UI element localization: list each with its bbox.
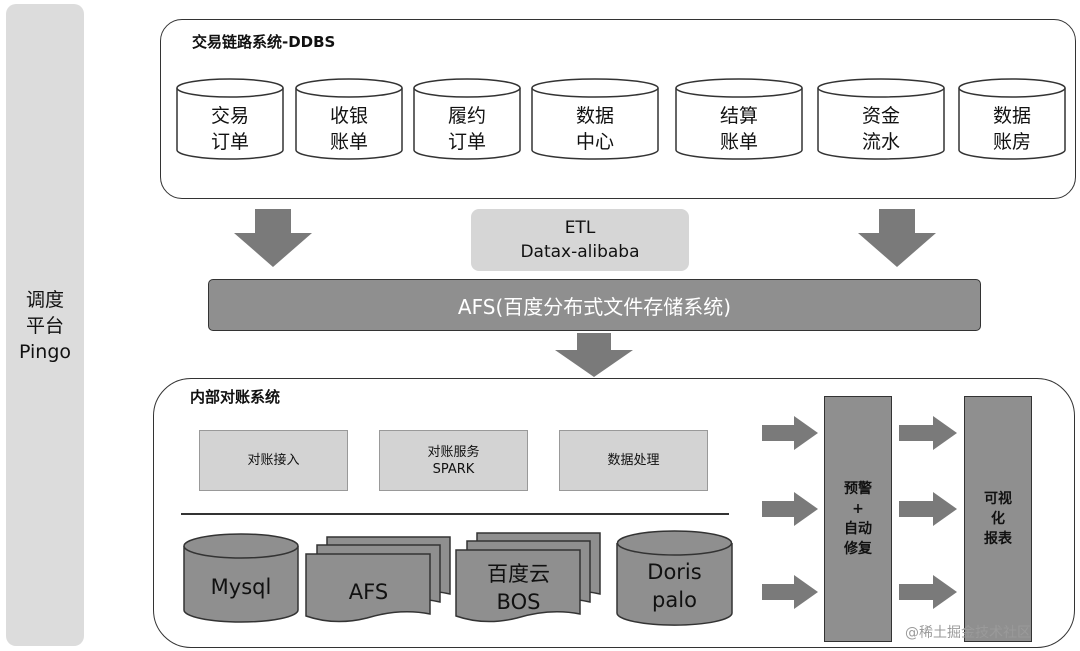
storage-afs-label: AFS [348, 580, 389, 604]
database-cylinder-icon [413, 78, 521, 160]
db-label: 履约 订单 [447, 105, 486, 153]
database-cylinder-icon [675, 78, 803, 160]
service-recon-spark: 对账服务 SPARK [379, 430, 528, 491]
db-label: 数据 账房 [992, 105, 1031, 153]
db-label: 资金 流水 [861, 105, 900, 153]
db-fund-flow: 资金 流水 [817, 78, 945, 160]
down-arrow-icon [234, 209, 312, 267]
down-arrow-icon [555, 333, 633, 377]
divider [181, 513, 729, 515]
alert-label: 预警 + 自动 修复 [844, 481, 872, 557]
service-recon-access: 对账接入 [199, 430, 348, 491]
etl-title: ETL [564, 218, 596, 238]
db-label: 收银 账单 [329, 105, 368, 153]
alert-auto-repair-block: 预警 + 自动 修复 [824, 396, 892, 642]
right-arrow-icon [899, 575, 957, 609]
database-cylinder-icon [295, 78, 403, 160]
db-label: 数据 中心 [575, 105, 614, 153]
ddbs-title: 交易链路系统-DDBS [192, 33, 336, 51]
database-cylinder-icon [616, 530, 733, 626]
afs-label: AFS(百度分布式文件存储系统) [457, 294, 732, 319]
right-arrow-icon [762, 492, 818, 526]
database-cylinder-icon [531, 78, 659, 160]
db-cashier-bill: 收银 账单 [295, 78, 403, 160]
database-cylinder-icon [817, 78, 945, 160]
report-label: 可视 化 报表 [984, 491, 1012, 547]
right-arrow-icon [899, 492, 957, 526]
db-data-center: 数据 中心 [531, 78, 659, 160]
storage-bos-label: 百度云 BOS [487, 562, 550, 614]
db-label: 交易 订单 [210, 105, 249, 153]
multi-document-icon [455, 532, 601, 623]
visual-report-block: 可视 化 报表 [964, 396, 1032, 642]
recon-title: 内部对账系统 [190, 388, 281, 406]
database-cylinder-icon [183, 533, 299, 623]
scheduler-label: 调度 平台 Pingo [18, 289, 72, 363]
watermark: @稀土掘金技术社区 [905, 625, 1031, 641]
scheduler-platform-bar [6, 4, 84, 646]
multi-document-icon [305, 536, 451, 623]
database-cylinder-icon [958, 78, 1066, 160]
right-arrow-icon [899, 416, 957, 450]
right-arrow-icon [762, 416, 818, 450]
storage-doris: Doris palo [616, 530, 733, 626]
storage-mysql: Mysql [183, 533, 299, 623]
right-arrow-icon [762, 575, 818, 609]
down-arrow-icon [858, 209, 936, 267]
db-label: 结算 账单 [719, 105, 758, 153]
db-settlement-bill: 结算 账单 [675, 78, 803, 160]
database-cylinder-icon [176, 78, 284, 160]
etl-tool: Datax-alibaba [520, 242, 640, 262]
storage-label: Doris palo [647, 560, 702, 612]
afs-storage-bar: AFS(百度分布式文件存储系统) [208, 279, 981, 331]
storage-label: Mysql [210, 575, 272, 599]
etl-box: ETL Datax-alibaba [471, 209, 689, 271]
db-trade-order: 交易 订单 [176, 78, 284, 160]
service-data-processing: 数据处理 [559, 430, 708, 491]
db-data-ledger: 数据 账房 [958, 78, 1066, 160]
db-fulfillment-order: 履约 订单 [413, 78, 521, 160]
